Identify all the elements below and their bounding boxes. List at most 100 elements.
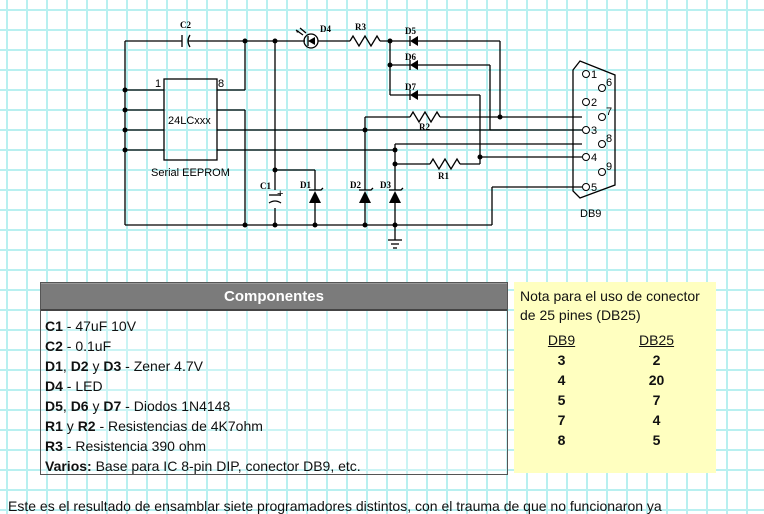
component-desc: Base para IC 8-pin DIP, conector DB9, et…	[91, 458, 361, 474]
db9-pin-1-label: 1	[591, 69, 597, 81]
db9-pin: 3	[557, 352, 566, 368]
db9-pin-5-label: 5	[591, 182, 597, 194]
component-item: C1 - 47uF 10V	[45, 316, 507, 336]
d6-label: D6	[405, 52, 416, 62]
col-db25: DB25	[639, 332, 675, 348]
component-ref: R2	[77, 418, 96, 434]
db25-pin: 4	[652, 412, 661, 428]
ic-pin1-label: 1	[155, 78, 161, 90]
db9-pin-9-label: 9	[606, 161, 612, 173]
db9-pin-6	[598, 84, 606, 92]
component-desc: - LED	[62, 378, 103, 394]
db9-pin: 5	[557, 392, 566, 408]
component-ref: Varios:	[45, 458, 92, 474]
db9-pin-3-label: 3	[591, 125, 597, 137]
db9-pin-8	[598, 140, 606, 148]
component-item: D1, D2 y D3 - Zener 4.7V	[45, 358, 203, 374]
db9-pin-2	[582, 98, 590, 106]
component-ref: R3	[45, 438, 63, 454]
r1-label: R1	[438, 171, 449, 181]
db9-pin-6-label: 6	[606, 77, 612, 89]
db9-pin-7	[598, 113, 606, 121]
component-desc: - Diodos 1N4148	[121, 398, 231, 414]
db25-note: Nota para el uso de conector de 25 pines…	[514, 282, 716, 473]
component-ref: D5	[45, 398, 63, 414]
db9-pin-5	[582, 183, 590, 191]
c1-label: C1	[260, 181, 271, 191]
d1-label: D1	[300, 180, 311, 190]
db25-pin: 5	[652, 432, 661, 448]
connector-label: DB9	[580, 208, 601, 220]
db9-pin: 8	[557, 432, 566, 448]
led-body	[303, 33, 319, 49]
ic-caption: Serial EEPROM	[151, 167, 230, 179]
component-desc: - 0.1uF	[62, 338, 112, 354]
db9-pin-4-label: 4	[591, 152, 597, 164]
d4-label: D4	[320, 24, 331, 34]
db9-pin-7-label: 7	[606, 106, 612, 118]
component-item: C2 - 0.1uF	[45, 336, 507, 356]
component-desc: - 47uF 10V	[62, 318, 137, 334]
db25-pin: 20	[648, 372, 665, 388]
db9-pin: 7	[557, 412, 566, 428]
component-desc: - Zener 4.7V	[121, 358, 203, 374]
db9-pin: 4	[557, 372, 566, 388]
zener-d1-symbol	[309, 191, 321, 203]
component-ref: D3	[103, 358, 122, 374]
component-item: D4 - LED	[45, 376, 507, 396]
d2-label: D2	[350, 180, 361, 190]
db9-pin-2-label: 2	[591, 97, 597, 109]
col-db9: DB9	[547, 332, 576, 348]
pin-mapping-row: 4 20	[520, 370, 710, 390]
r2-label: R2	[419, 122, 430, 132]
db25-pin: 2	[652, 352, 661, 368]
note-text: Nota para el uso de conector de 25 pines…	[520, 288, 700, 323]
components-title: Componentes	[41, 283, 507, 311]
footer-paragraph: Este es el resultado de ensamblar siete …	[8, 498, 662, 514]
component-item: R1 y R2 - Resistencias de 4K7ohm	[45, 418, 263, 434]
component-item: Varios: Base para IC 8-pin DIP, conector…	[45, 456, 507, 476]
component-desc: - Resistencia 390 ohm	[62, 438, 207, 454]
circuit-schematic: 24LCxxx Serial EEPROM 1 8 DB9 1 2 3 4 5 …	[122, 20, 616, 249]
diode-d7-symbol	[410, 90, 418, 100]
component-ref: D7	[103, 398, 122, 414]
d3-label: D3	[380, 180, 391, 190]
component-ref: R1	[45, 418, 63, 434]
component-desc: - Resistencias de 4K7ohm	[95, 418, 263, 434]
component-ref: D2	[70, 358, 89, 374]
zener-d3-symbol	[389, 191, 401, 203]
led-d4-symbol	[308, 37, 315, 45]
db9-pin-1	[582, 70, 590, 78]
c1-plus: +	[277, 188, 283, 200]
db9-pin-4	[582, 153, 590, 161]
db25-pin: 7	[652, 392, 661, 408]
d7-label: D7	[405, 82, 416, 92]
eeprom-chip	[163, 78, 218, 161]
component-ref: D4	[45, 378, 63, 394]
diode-d6-symbol	[410, 60, 418, 70]
ic-label: 24LCxxx	[168, 115, 211, 127]
r3-label: R3	[355, 22, 366, 32]
zener-d2-symbol	[359, 191, 371, 203]
db9-pin-8-label: 8	[606, 133, 612, 145]
component-ref: D1	[45, 358, 63, 374]
component-ref: D6	[70, 398, 89, 414]
component-ref: C1	[45, 318, 63, 334]
diode-d5-symbol	[410, 36, 418, 46]
component-ref: C2	[45, 338, 63, 354]
component-item: D5, D6 y D7 - Diodos 1N4148	[45, 398, 231, 414]
component-item: R3 - Resistencia 390 ohm	[45, 436, 507, 456]
ic-pin8-label: 8	[218, 78, 224, 90]
db9-pin-9	[598, 168, 606, 176]
c2-label: C2	[180, 20, 191, 30]
db9-pin-3	[582, 126, 590, 134]
db9-connector	[572, 60, 616, 199]
d5-label: D5	[405, 26, 416, 36]
